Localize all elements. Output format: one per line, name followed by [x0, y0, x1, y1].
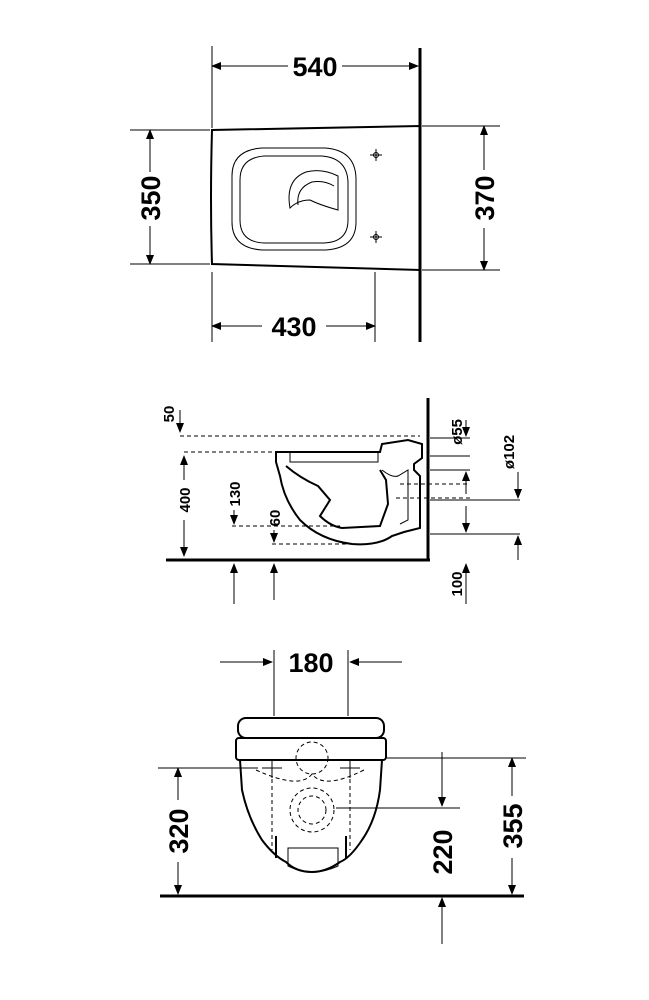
- side-trap: [381, 469, 409, 525]
- dim-430: 430: [271, 312, 316, 342]
- front-flush-inlet: [295, 741, 329, 775]
- top-rim-inner: [231, 147, 357, 251]
- dim-100: 100: [449, 571, 466, 596]
- side-view: 50 400 130 60 ø55 ø102 100: [161, 398, 522, 604]
- dim-d55: ø55: [449, 419, 466, 445]
- top-bowl-outline: [210, 124, 421, 272]
- front-seat: [235, 737, 387, 761]
- top-rim-inner2: [239, 155, 349, 244]
- dim-180: 180: [288, 648, 333, 678]
- front-fixing-left: [262, 760, 282, 778]
- dim-370: 370: [470, 175, 500, 220]
- top-fixing-hole-2: [370, 231, 382, 243]
- dim-130: 130: [227, 481, 244, 506]
- dim-60: 60: [267, 510, 284, 527]
- dim-50: 50: [161, 406, 178, 423]
- dim-400: 400: [177, 487, 194, 512]
- dim-540: 540: [292, 52, 337, 82]
- front-outlet-circle: [289, 787, 335, 833]
- dim-355: 355: [498, 803, 528, 848]
- front-fixing-right: [340, 760, 360, 778]
- side-bowl-outline: [275, 438, 423, 546]
- front-view: 180 320 220 355: [158, 648, 528, 944]
- top-view: 540 350 370 430: [130, 46, 500, 342]
- dim-350: 350: [136, 175, 166, 220]
- top-outlet: [288, 170, 339, 211]
- front-bowl-outline: [238, 759, 384, 874]
- side-bowl-inner: [285, 465, 390, 530]
- front-lid: [237, 717, 385, 739]
- side-seat-top: [289, 451, 379, 463]
- dim-320: 320: [164, 808, 194, 853]
- dim-220: 220: [428, 829, 458, 874]
- front-bowl-base: [287, 847, 339, 873]
- top-outlet-inner: [297, 181, 335, 206]
- dim-d102: ø102: [501, 435, 518, 469]
- top-fixing-hole-1: [370, 149, 382, 161]
